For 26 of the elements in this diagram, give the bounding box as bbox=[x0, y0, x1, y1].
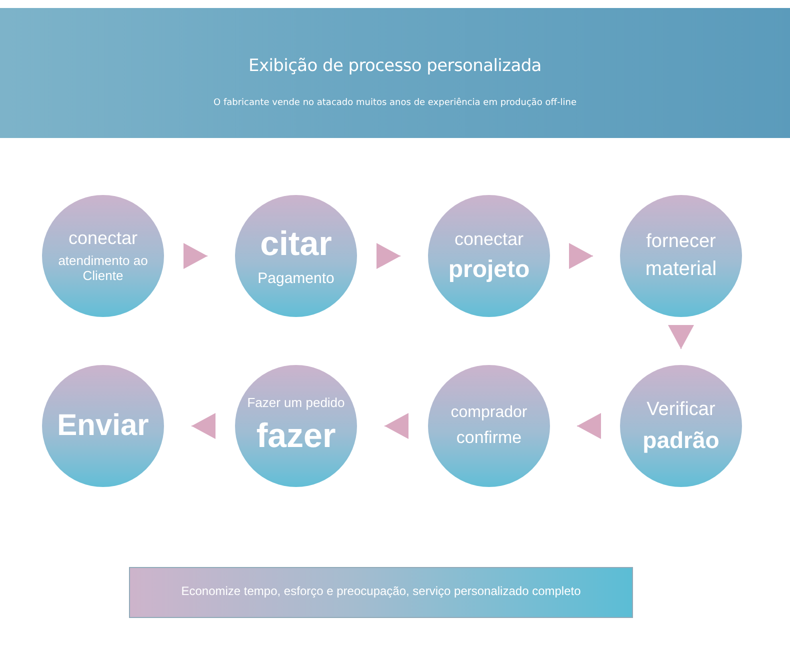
slogan-bar bbox=[129, 566, 633, 618]
step-label: atendimento ao Cliente bbox=[57, 254, 149, 284]
step-label: Verificar bbox=[646, 398, 716, 421]
step-label: material bbox=[645, 258, 717, 282]
step-label: fornecer bbox=[646, 230, 716, 252]
step-label: fazer bbox=[256, 416, 336, 456]
step-label: Pagamento bbox=[258, 270, 334, 288]
arrow bbox=[576, 413, 601, 439]
step-label: confirme bbox=[456, 428, 522, 448]
step-label: padrão bbox=[642, 426, 720, 454]
arrow bbox=[384, 413, 408, 439]
arrow bbox=[191, 413, 216, 439]
title: Exibição de processo personalizada bbox=[248, 56, 542, 76]
arrow bbox=[668, 325, 694, 350]
step-label: conectar bbox=[454, 228, 524, 250]
subtitle: O fabricante vende no atacado muitos anos de experiência em produção off-line bbox=[214, 98, 576, 108]
step-label: conectar bbox=[68, 228, 138, 248]
step-label: Enviar bbox=[57, 408, 149, 444]
slogan-text: Economize tempo, esforço e preocupação, serviço personalizado completo bbox=[181, 585, 581, 599]
arrow bbox=[569, 243, 594, 269]
step-label: citar bbox=[260, 224, 332, 264]
arrow bbox=[184, 243, 208, 269]
arrow bbox=[376, 243, 401, 269]
step-label: Fazer um pedido bbox=[247, 396, 345, 411]
step-label: projeto bbox=[448, 256, 530, 284]
step-label: comprador bbox=[450, 404, 528, 422]
